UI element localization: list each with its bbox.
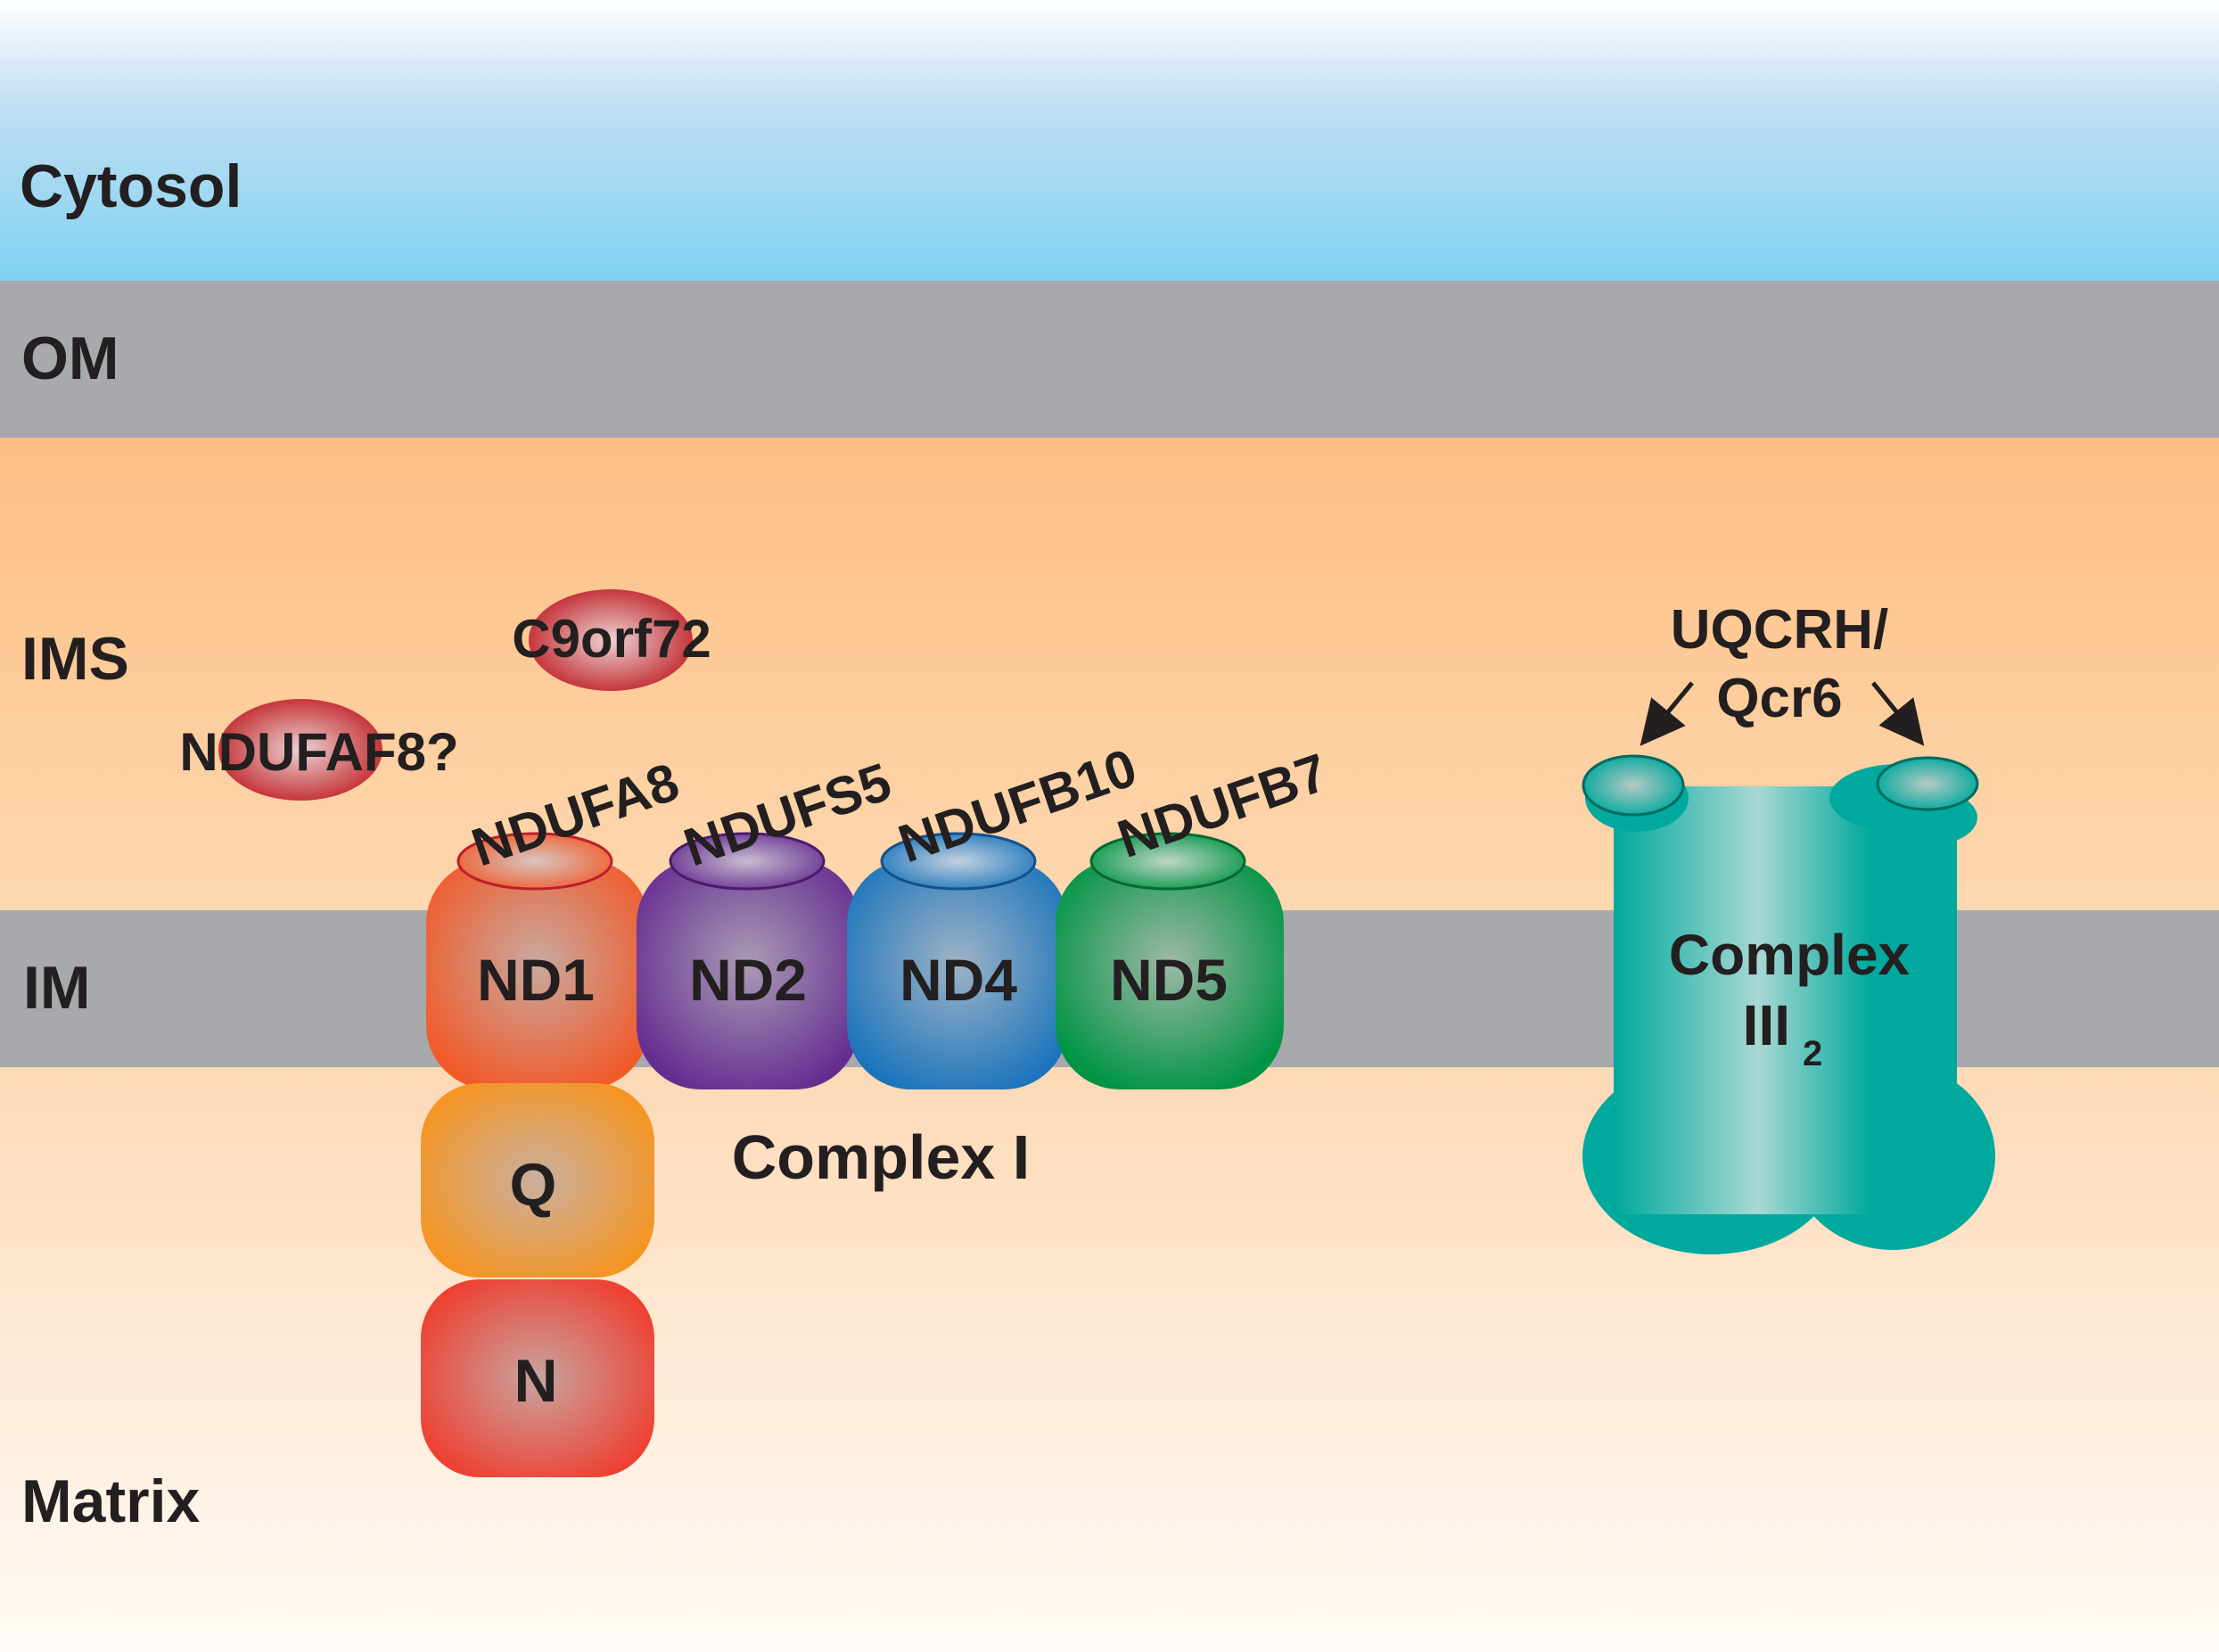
label-nd2: ND2 <box>689 947 807 1013</box>
ndufa8-subunit <box>456 832 613 891</box>
c9orf72-protein <box>529 589 693 691</box>
nd2-module <box>637 859 859 1089</box>
label-qcr6-line2: Qcr6 <box>1716 668 1842 729</box>
label-ims: IMS <box>21 625 129 693</box>
nd4-module <box>847 859 1068 1089</box>
label-complex-i: Complex I <box>732 1122 1031 1192</box>
label-complex-iii-line2: III <box>1743 993 1790 1057</box>
arrow-to-right-subunit <box>1871 681 1925 746</box>
outer-membrane <box>0 281 2219 438</box>
n-module <box>421 1279 654 1477</box>
nd1-module <box>426 859 649 1089</box>
label-complex-iii-line1: Complex <box>1669 923 1911 987</box>
ndufs5-subunit <box>669 832 826 891</box>
nd5-module <box>1056 859 1284 1089</box>
ndufb7-subunit <box>1089 832 1246 891</box>
label-matrix: Matrix <box>21 1467 200 1535</box>
label-nd5: ND5 <box>1110 947 1228 1013</box>
label-uqcrh-line1: UQCRH/ <box>1671 599 1889 661</box>
label-im: IM <box>23 954 91 1022</box>
label-complex-iii-subscript: 2 <box>1803 1034 1822 1073</box>
uqcrh-subunit-right <box>1876 756 1979 811</box>
label-nd1: ND1 <box>477 947 595 1013</box>
label-om: OM <box>21 325 119 392</box>
label-cytosol: Cytosol <box>20 152 242 220</box>
label-n: N <box>514 1347 557 1415</box>
ndufb10-subunit <box>880 832 1037 891</box>
ndufaf8-protein <box>218 699 382 801</box>
cytosol-region <box>0 0 2219 281</box>
complex-iii2 <box>1582 764 1995 1254</box>
arrow-to-left-subunit <box>1640 681 1694 746</box>
label-ndufaf8: NDUFAF8? <box>179 722 458 782</box>
label-q: Q <box>510 1151 557 1219</box>
q-module <box>421 1083 654 1278</box>
uqcrh-subunit-left <box>1582 754 1685 817</box>
label-nd4: ND4 <box>900 947 1017 1013</box>
label-c9orf72: C9orf72 <box>512 609 711 669</box>
